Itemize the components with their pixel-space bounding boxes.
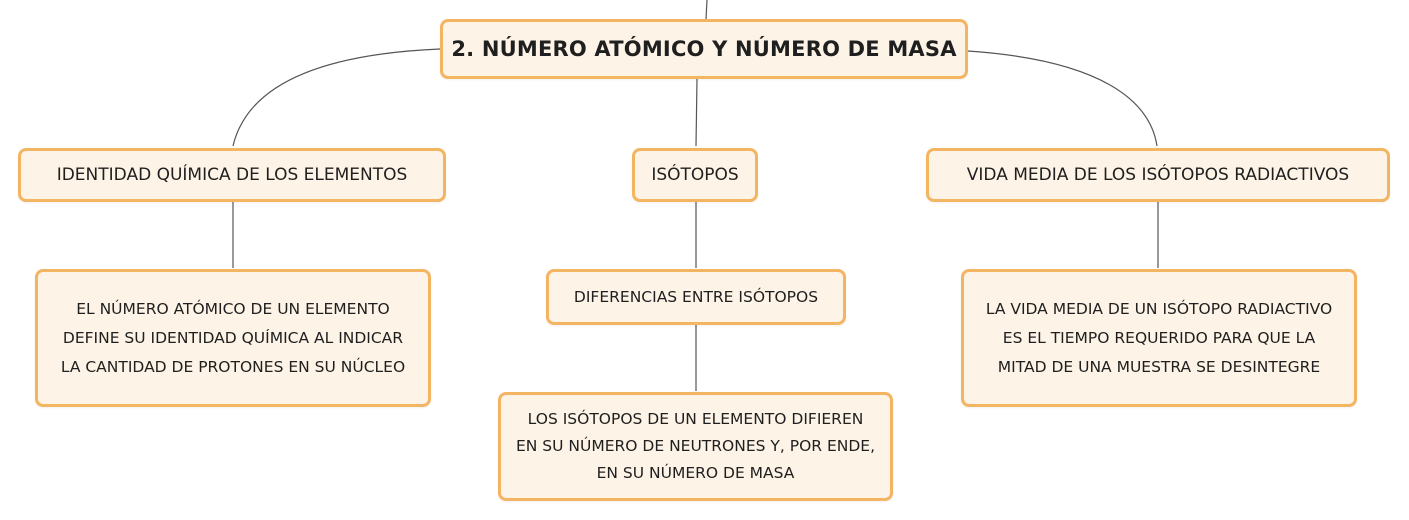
topic-label-isotopes: ISÓTOPOS	[651, 165, 739, 185]
root-node[interactable]: 2. NÚMERO ATÓMICO Y NÚMERO DE MASA	[440, 19, 968, 79]
leaf-line: ES EL TIEMPO REQUERIDO PARA QUE LA	[1002, 328, 1316, 347]
leaf-line: LA VIDA MEDIA DE UN ISÓTOPO RADIACTIVO	[985, 299, 1333, 318]
topic-node-halflife[interactable]: VIDA MEDIA DE LOS ISÓTOPOS RADIACTIVOS	[926, 148, 1390, 202]
leaf-text-identity: EL NÚMERO ATÓMICO DE UN ELEMENTO DEFINE …	[61, 295, 405, 382]
topic-label-identity: IDENTIDAD QUÍMICA DE LOS ELEMENTOS	[56, 165, 408, 185]
leaf-line: LOS ISÓTOPOS DE UN ELEMENTO DIFIEREN	[527, 410, 864, 428]
leaf-node-halflife[interactable]: LA VIDA MEDIA DE UN ISÓTOPO RADIACTIVO E…	[961, 269, 1357, 407]
leaf-line: EN SU NÚMERO DE NEUTRONES Y, POR ENDE,	[515, 437, 876, 455]
leaf-line: EN SU NÚMERO DE MASA	[596, 464, 795, 482]
connector-root-identity	[232, 48, 441, 147]
connector-root-isotopes	[695, 78, 698, 147]
leaf-line: LA CANTIDAD DE PROTONES EN SU NÚCLEO	[60, 357, 406, 376]
leaf-node-identity[interactable]: EL NÚMERO ATÓMICO DE UN ELEMENTO DEFINE …	[35, 269, 431, 407]
leaf-text-isotopes: LOS ISÓTOPOS DE UN ELEMENTO DIFIEREN EN …	[516, 406, 875, 487]
leaf-text-halflife: LA VIDA MEDIA DE UN ISÓTOPO RADIACTIVO E…	[986, 295, 1332, 382]
connector-parent-root	[705, 0, 708, 20]
subtopic-node-differences[interactable]: DIFERENCIAS ENTRE ISÓTOPOS	[546, 269, 846, 325]
leaf-line: EL NÚMERO ATÓMICO DE UN ELEMENTO	[76, 299, 390, 318]
root-label: 2. NÚMERO ATÓMICO Y NÚMERO DE MASA	[451, 37, 957, 61]
leaf-line: DEFINE SU IDENTIDAD QUÍMICA AL INDICAR	[62, 328, 404, 347]
topic-node-isotopes[interactable]: ISÓTOPOS	[632, 148, 758, 202]
subtopic-label-differences: DIFERENCIAS ENTRE ISÓTOPOS	[573, 288, 819, 306]
topic-node-identity[interactable]: IDENTIDAD QUÍMICA DE LOS ELEMENTOS	[18, 148, 446, 202]
topic-label-halflife: VIDA MEDIA DE LOS ISÓTOPOS RADIACTIVOS	[966, 165, 1350, 185]
leaf-node-isotopes[interactable]: LOS ISÓTOPOS DE UN ELEMENTO DIFIEREN EN …	[498, 392, 893, 501]
connector-root-halflife	[967, 50, 1158, 147]
leaf-line: MITAD DE UNA MUESTRA SE DESINTEGRE	[997, 357, 1321, 376]
